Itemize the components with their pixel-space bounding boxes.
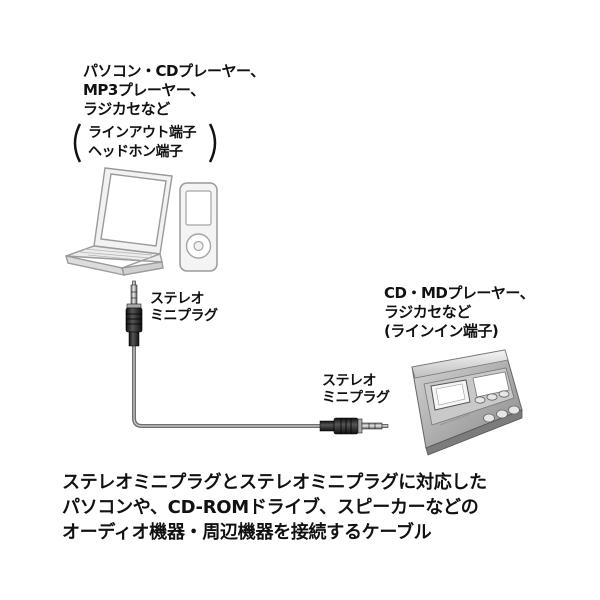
source-devices-line1: パソコン・CDプレーヤー、 xyxy=(83,62,265,80)
stereo-mini-plug-right-icon xyxy=(319,417,389,435)
plug-right-label: ステレオ ミニプラグ xyxy=(322,373,390,407)
stereo-mini-plug-top-icon xyxy=(125,280,143,347)
caption: ステレオミニプラグとステレオミニプラグに対応した パソコンや、CD-ROMドライ… xyxy=(62,470,487,545)
destination-line2: ラジカセなど xyxy=(384,303,471,321)
laptop-icon xyxy=(65,167,173,276)
terminal-bracket xyxy=(73,123,217,163)
plug-top-line2: ミニプラグ xyxy=(150,308,218,324)
plug-top-line1: ステレオ xyxy=(150,291,204,307)
cd-md-player-icon xyxy=(411,349,523,456)
source-terminal-line2: ヘッドホン端子 xyxy=(88,144,183,160)
mp3-player-icon xyxy=(179,182,218,272)
source-devices-label: パソコン・CDプレーヤー、 MP3プレーヤー、 ラジカセなど xyxy=(83,62,265,119)
source-terminal-label: ラインアウト端子 ヘッドホン端子 xyxy=(88,124,197,162)
source-devices-line2: MP3プレーヤー、 xyxy=(83,81,205,99)
plug-right-line2: ミニプラグ xyxy=(322,390,390,406)
destination-line3: (ラインイン端子) xyxy=(384,322,499,340)
plug-top-label: ステレオ ミニプラグ xyxy=(150,291,218,325)
source-terminal-line1: ラインアウト端子 xyxy=(88,125,197,141)
cable-icon xyxy=(132,330,336,428)
plug-right-line1: ステレオ xyxy=(322,373,376,389)
caption-line1: ステレオミニプラグとステレオミニプラグに対応した xyxy=(62,472,487,493)
caption-line3: オーディオ機器・周辺機器を接続するケーブル xyxy=(62,522,432,543)
destination-label: CD・MDプレーヤー、 ラジカセなど (ラインイン端子) xyxy=(384,284,535,341)
caption-line2: パソコンや、CD-ROMドライブ、スピーカーなどの xyxy=(62,497,479,518)
destination-line1: CD・MDプレーヤー、 xyxy=(384,284,535,302)
source-devices-line3: ラジカセなど xyxy=(83,100,170,118)
